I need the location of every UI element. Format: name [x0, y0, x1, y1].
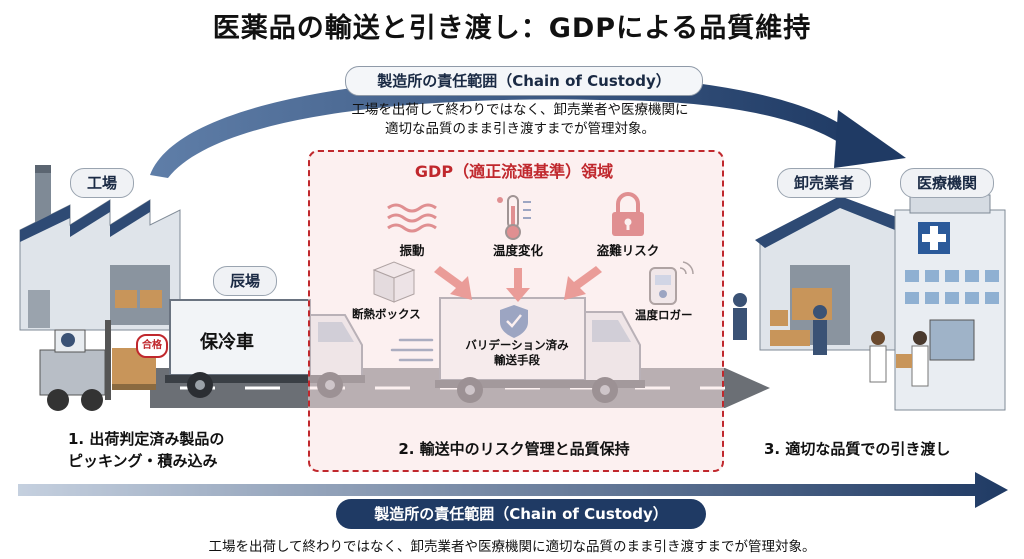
step1-line2: ピッキング・積み込み: [68, 452, 218, 470]
factory-building: [19, 165, 181, 331]
bottom-arrow: [18, 472, 1008, 508]
wholesaler-building: [755, 196, 910, 351]
wholesaler-label: 卸売業者: [777, 168, 871, 198]
gdp-zone-title: GDP（適正流通基準）領域: [414, 162, 614, 181]
step1-caption: 1. 出荷判定済み製品の ピッキング・積み込み: [68, 428, 224, 472]
top-arc-arrow: [150, 75, 862, 178]
chain-of-custody-label-bottom: 製造所の責任範囲（Chain of Custody）: [336, 499, 706, 529]
step1-line1: 1. 出荷判定済み製品の: [68, 430, 225, 448]
hospital-building: [894, 194, 1006, 411]
pass-stamp: 合格: [136, 334, 168, 358]
top-description-line2: 適切な品質のまま引き渡すまでが管理対象。: [385, 121, 655, 137]
forklift: [39, 320, 156, 411]
top-arc-arrowhead: [834, 110, 906, 168]
workers: [733, 293, 929, 387]
vibration-label: 振動: [399, 243, 425, 258]
hospital-label: 医療機関: [900, 168, 994, 198]
validated-line1: バリデーション済み: [465, 338, 569, 352]
bottom-description: 工場を出荷して終わりではなく、卸売業者や医療機関に適切な品質のまま引き渡すまでが…: [208, 539, 816, 555]
gdp-zone: [308, 150, 724, 472]
top-description-line1: 工場を出荷して終わりではなく、卸売業者や医療機関に: [351, 102, 689, 118]
temperature-change-label: 温度変化: [492, 243, 543, 258]
temp-logger-label: 温度ロガー: [635, 308, 693, 322]
step2-caption: 2. 輸送中のリスク管理と品質保持: [398, 440, 630, 458]
validated-transport-label: バリデーション済み 輸送手段: [452, 338, 582, 368]
step3-caption: 3. 適切な品質での引き渡し: [764, 440, 951, 458]
depot-label: 辰場: [213, 266, 277, 296]
theft-risk-label: 盗難リスク: [596, 243, 660, 258]
validated-line2: 輸送手段: [494, 353, 540, 367]
reefer-truck-label: 保冷車: [200, 332, 254, 353]
page-title: 医薬品の輸送と引き渡し：GDPによる品質維持: [212, 13, 812, 44]
insulated-box-label: 断熱ボックス: [352, 307, 421, 321]
factory-label: 工場: [70, 168, 134, 198]
chain-of-custody-label-top: 製造所の責任範囲（Chain of Custody）: [345, 66, 703, 96]
